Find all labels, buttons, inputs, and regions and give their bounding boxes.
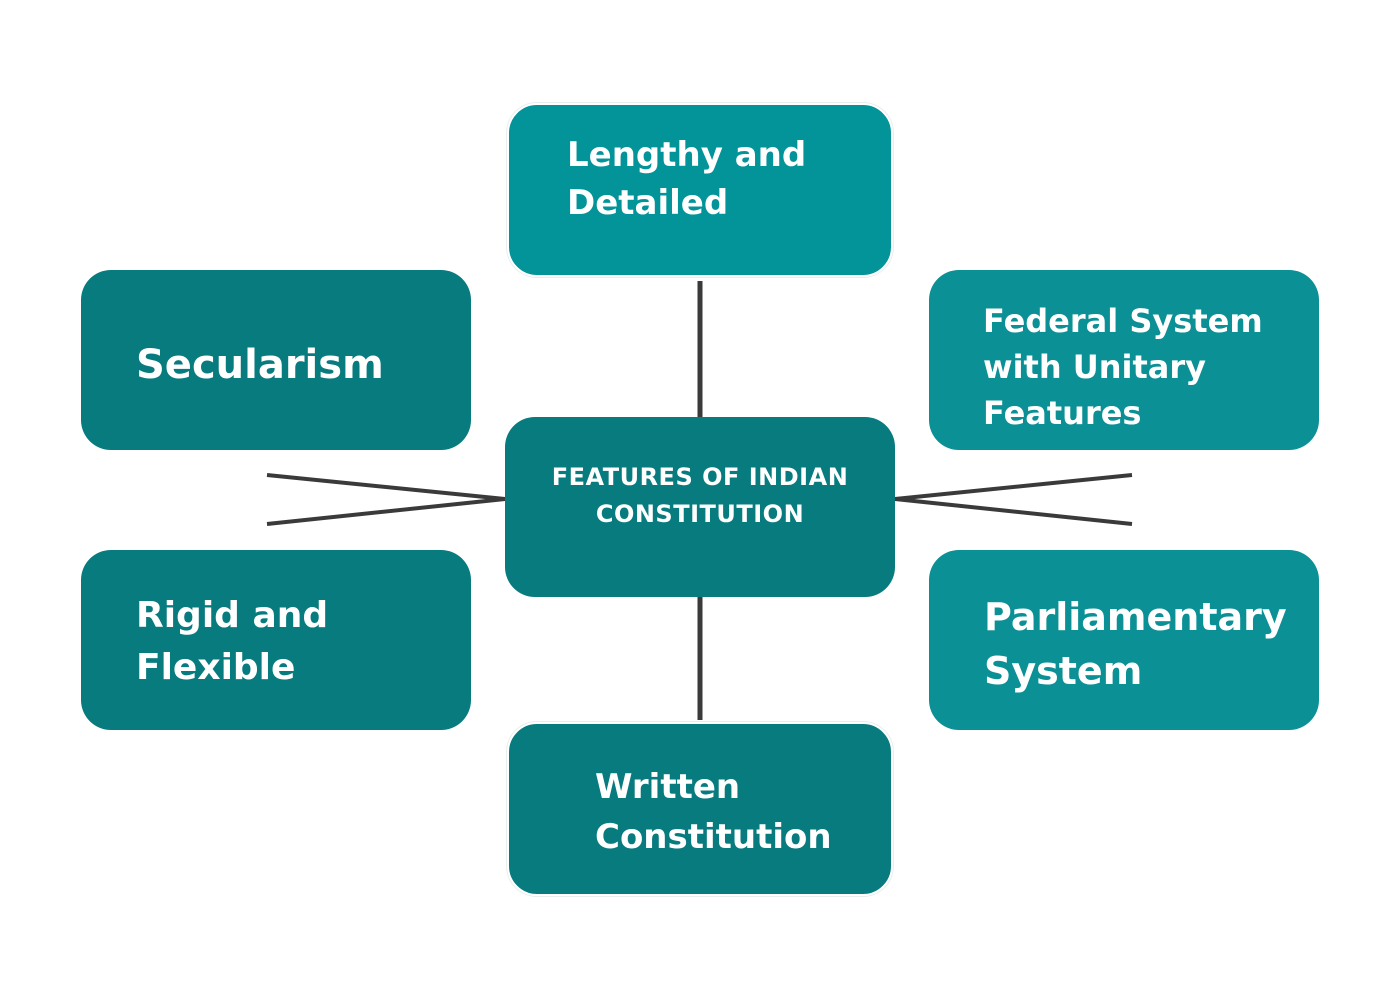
node-label: Secularism [136, 342, 384, 388]
node-federal-system: Federal System with Unitary Features [929, 270, 1319, 450]
node-label: Lengthy and Detailed [567, 135, 807, 223]
node-label: Rigid and Flexible [136, 595, 329, 688]
connector-lower-right [894, 497, 1133, 526]
central-node: FEATURES OF INDIAN CONSTITUTION [505, 417, 895, 597]
node-written-constitution: Written Constitution [507, 722, 893, 896]
connector-upper-left [266, 473, 506, 501]
central-title: FEATURES OF INDIAN CONSTITUTION [551, 463, 849, 528]
connector-upper-right [894, 473, 1133, 501]
connector-lower-left [266, 497, 506, 526]
node-label: Parliamentary System [984, 595, 1287, 693]
node-label: Written Constitution [595, 767, 832, 857]
node-secularism: Secularism [81, 270, 471, 450]
node-label: Federal System with Unitary Features [983, 302, 1263, 432]
node-rigid-and-flexible: Rigid and Flexible [81, 550, 471, 730]
node-lengthy-and-detailed: Lengthy and Detailed [507, 103, 893, 277]
node-parliamentary-system: Parliamentary System [929, 550, 1319, 730]
